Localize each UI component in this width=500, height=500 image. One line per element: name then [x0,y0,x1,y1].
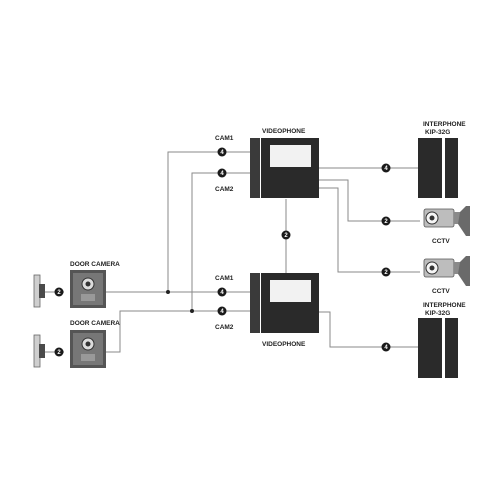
badge-text: 4 [220,290,224,296]
badge-text: 4 [384,345,388,351]
wire-cctv-bottom [318,187,420,273]
wire-top-cam1 [167,151,257,292]
interphone-top-model: KIP-32G [425,129,450,136]
interphone-body [418,138,442,198]
bottom-cam2-label: CAM2 [215,324,234,331]
camera-lens-center [85,281,91,287]
interphone-bottom: INTERPHONE KIP-32G [418,302,466,378]
badge-text: 2 [57,290,61,296]
wire-interphone-bottom [318,311,418,348]
badge-interphone-top: 4 [381,163,391,173]
cctv-camera-icon [423,206,470,236]
door-lock-bolt-icon [39,284,45,298]
top-cam1-label: CAM1 [215,135,234,142]
badge-cctv-bottom: 2 [381,267,391,277]
interphone-bottom-label: INTERPHONE [423,302,466,309]
door-lock-bolt-icon [39,344,45,358]
videophone-top: VIDEOPHONE CAM1 CAM2 [215,128,319,198]
badge-top-cam2: 4 [217,168,227,178]
door-camera-2-label: DOOR CAMERA [70,320,120,327]
interphone-top: INTERPHONE KIP-32G [418,121,466,198]
videophone-screen [270,280,311,302]
bottom-cam1-label: CAM1 [215,275,234,282]
door-camera-1: DOOR CAMERA [70,261,120,308]
videophone-screen [270,145,311,167]
wires [44,151,420,353]
interphone-handset [445,138,458,198]
speaker-grille [81,294,95,301]
speaker-grille [81,354,95,361]
junction-dot [166,290,170,294]
badge-text: 4 [220,150,224,156]
door-camera-2: DOOR CAMERA [70,320,120,368]
badge-text: 4 [220,171,224,177]
videophone-bottom-label: VIDEOPHONE [262,341,306,348]
top-cam2-label: CAM2 [215,186,234,193]
videophone-handset [250,138,260,198]
interphone-bottom-model: KIP-32G [425,310,450,317]
wire-door-camera-2 [106,310,257,353]
door-camera-1-label: DOOR CAMERA [70,261,120,268]
videophone-handset [250,273,260,333]
junction-dot [190,309,194,313]
badge-text: 2 [284,233,288,239]
badge-bottom-cam1: 4 [217,287,227,297]
badge-text: 2 [384,219,388,225]
badge-interphone-bottom: 4 [381,342,391,352]
cctv-camera-icon [423,256,470,286]
wire-cctv-top [318,179,420,222]
badge-text: 2 [57,350,61,356]
cctv-bottom: CCTV [423,256,470,295]
badge-text: 4 [220,309,224,315]
cctv-top-label: CCTV [432,238,450,245]
badge-bottom-cam2: 4 [217,306,227,316]
badge-top-cam1: 4 [217,147,227,157]
cctv-top: CCTV [423,206,470,245]
videophone-bottom: VIDEOPHONE CAM1 CAM2 [215,273,319,348]
interphone-handset [445,318,458,378]
camera-lens-center [85,341,91,347]
wire-top-cam2 [191,172,257,311]
videophone-top-label: VIDEOPHONE [262,128,306,135]
badge-cctv-top: 2 [381,216,391,226]
badge-door-camera-2: 2 [54,347,64,357]
cctv-bottom-label: CCTV [432,288,450,295]
interphone-body [418,318,442,378]
interphone-top-label: INTERPHONE [423,121,466,128]
door-lock-1 [33,274,45,308]
badge-text: 2 [384,270,388,276]
badge-text: 4 [384,166,388,172]
door-lock-2 [33,334,45,368]
badge-door-camera-1: 2 [54,287,64,297]
badge-videophone-link: 2 [281,230,291,240]
